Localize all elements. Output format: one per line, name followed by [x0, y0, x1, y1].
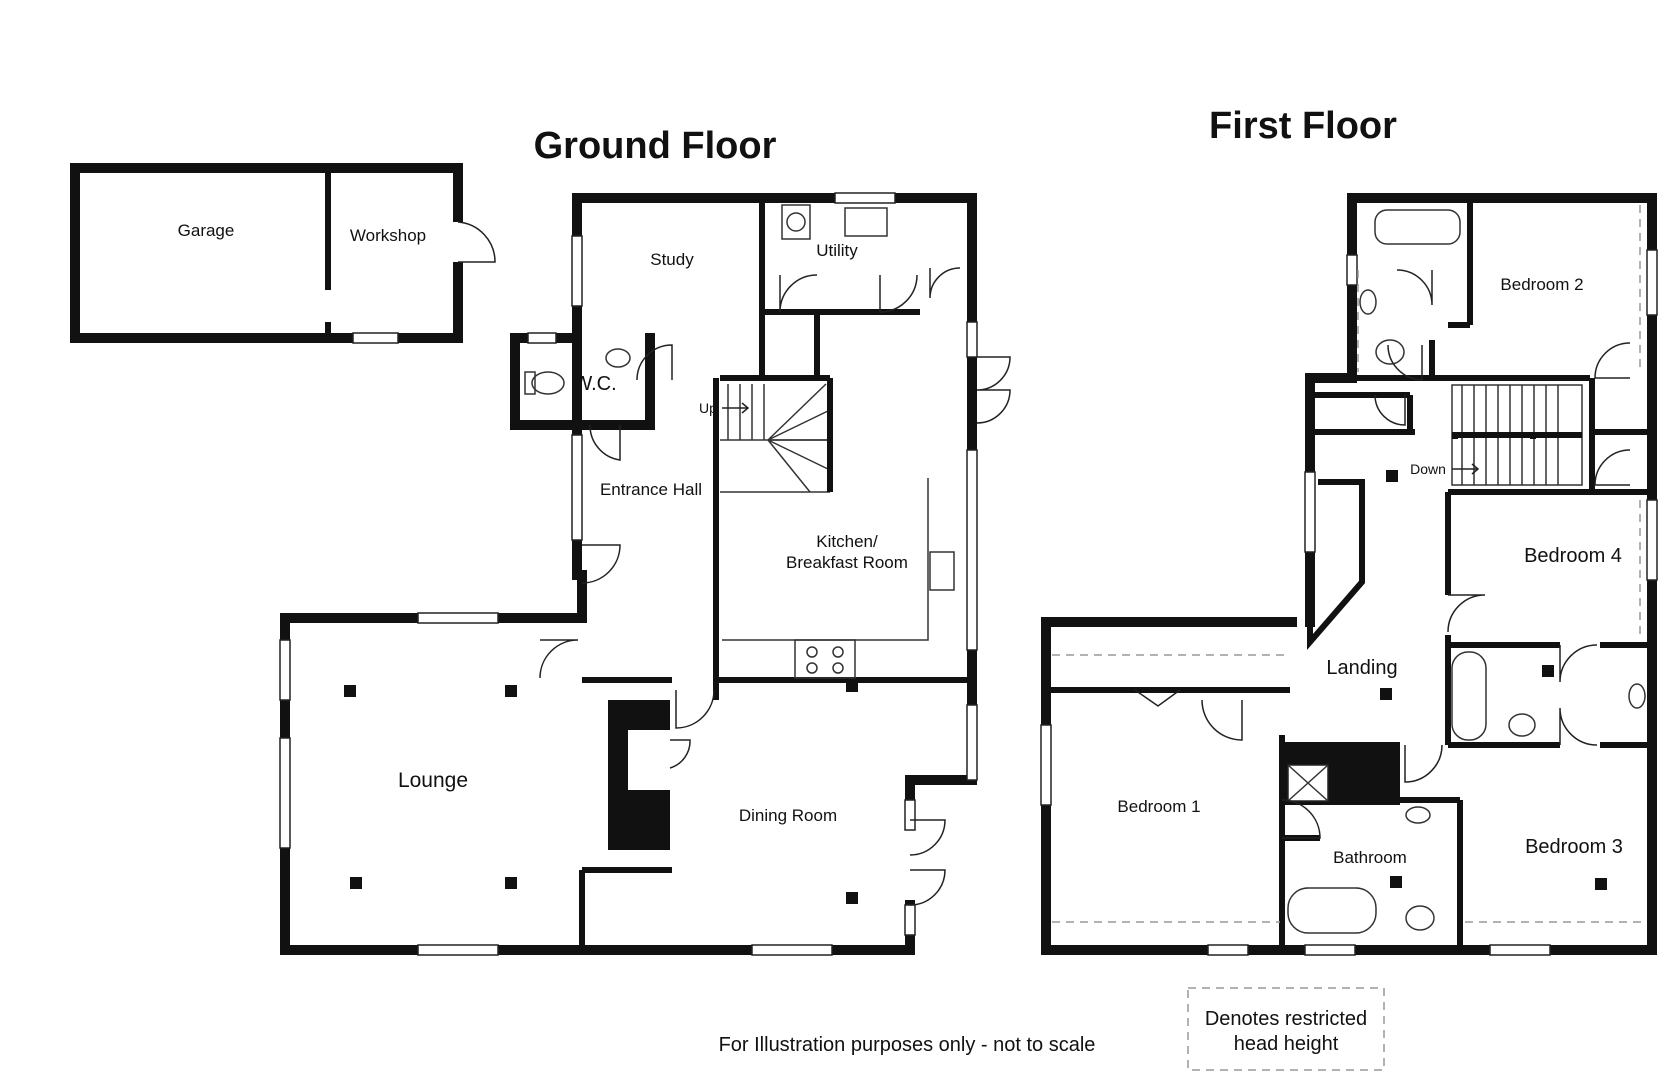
stairs-up-label: Up — [699, 400, 717, 416]
first-floor-windows — [1040, 249, 1658, 956]
legend: Denotes restricted head height — [1187, 987, 1385, 1071]
ground-floor-doors — [539, 267, 1011, 906]
stairs-up-arrow-icon — [722, 402, 750, 414]
workshop-label: Workshop — [350, 226, 426, 245]
restricted-head-height-zones — [1052, 205, 1645, 923]
first-floor-stairs — [1451, 384, 1583, 486]
ground-floor-windows — [279, 192, 978, 956]
bedroom1-label: Bedroom 1 — [1117, 797, 1200, 816]
bedroom2-label: Bedroom 2 — [1500, 275, 1583, 294]
kitchen-label-line1: Kitchen/ — [816, 532, 878, 551]
first-light-points — [1380, 433, 1607, 890]
ground-floor-title: Ground Floor — [534, 125, 777, 167]
stairs-down-arrow-icon — [1452, 463, 1480, 475]
bedroom3-label: Bedroom 3 — [1525, 836, 1623, 858]
utility-label: Utility — [816, 241, 858, 260]
garage-label: Garage — [178, 221, 235, 240]
lounge-label: Lounge — [398, 769, 468, 792]
first-floor-doors — [1134, 269, 1631, 839]
disclaimer: For Illustration purposes only - not to … — [719, 1034, 1096, 1056]
bathroom-label: Bathroom — [1333, 848, 1407, 867]
study-label: Study — [650, 250, 694, 269]
bedroom4-label: Bedroom 4 — [1524, 545, 1622, 567]
ground-stairs — [720, 378, 833, 493]
first-floor-title: First Floor — [1209, 105, 1397, 147]
garage-outbuilding — [70, 163, 496, 344]
ground-light-points — [344, 680, 858, 904]
legend-line2: head height — [1234, 1033, 1339, 1055]
stairs-down-label: Down — [1410, 461, 1446, 477]
ground-floor-walls — [280, 193, 977, 955]
dining-room-label: Dining Room — [739, 806, 837, 825]
landing-label: Landing — [1326, 657, 1397, 679]
legend-line1: Denotes restricted — [1205, 1008, 1367, 1030]
kitchen-label-line2: Breakfast Room — [786, 553, 908, 572]
entrance-hall-label: Entrance Hall — [600, 480, 702, 499]
wc-label: W.C. — [573, 373, 616, 395]
